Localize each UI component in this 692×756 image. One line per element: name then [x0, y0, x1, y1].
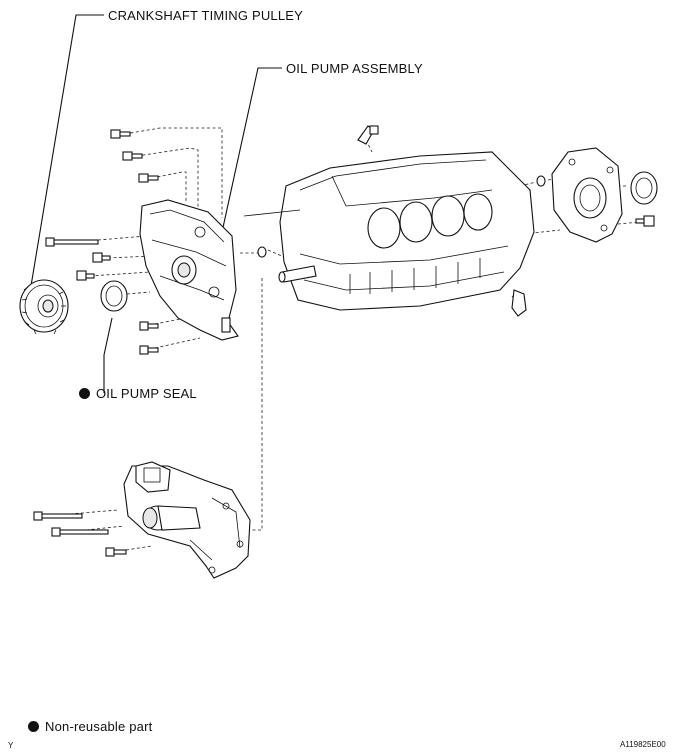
legend-row: Non-reusable part: [28, 719, 152, 734]
leader-oil-pump-seal: [103, 317, 113, 393]
oil-pump-assembly-lower-view: [123, 461, 251, 579]
lower-view-bolts: [33, 511, 127, 557]
label-oil-pump-assembly: OIL PUMP ASSEMBLY: [286, 61, 423, 76]
figure-id: A119825E00: [620, 740, 666, 749]
cylinder-block: [243, 151, 535, 311]
crankshaft-timing-pulley: [19, 279, 69, 335]
oil-pump-bolts: [45, 129, 159, 355]
rear-oil-seal-retainer: [551, 147, 623, 243]
oil-jet-upper: [357, 125, 379, 145]
footer-left-code: Y: [8, 741, 14, 750]
leader-lines: [29, 14, 282, 393]
label-oil-pump-seal-row: OIL PUMP SEAL: [79, 386, 197, 401]
oil-pump-seal: [100, 280, 128, 312]
rear-bolt: [635, 215, 655, 227]
leader-crankshaft-timing-pulley: [29, 14, 104, 293]
o-ring-front: [257, 246, 267, 258]
legend-non-reusable-text: Non-reusable part: [45, 719, 153, 734]
leader-oil-pump-assembly: [221, 67, 282, 233]
o-ring-rear: [536, 175, 546, 187]
label-crankshaft-timing-pulley: CRANKSHAFT TIMING PULLEY: [108, 8, 304, 23]
legend-dot-icon: [28, 721, 39, 732]
oil-pump-assembly: [139, 199, 239, 341]
rear-oil-seal: [630, 171, 658, 205]
non-reusable-dot-icon: [79, 388, 90, 399]
oil-jet-lower: [511, 289, 527, 317]
label-oil-pump-seal: OIL PUMP SEAL: [96, 386, 197, 401]
